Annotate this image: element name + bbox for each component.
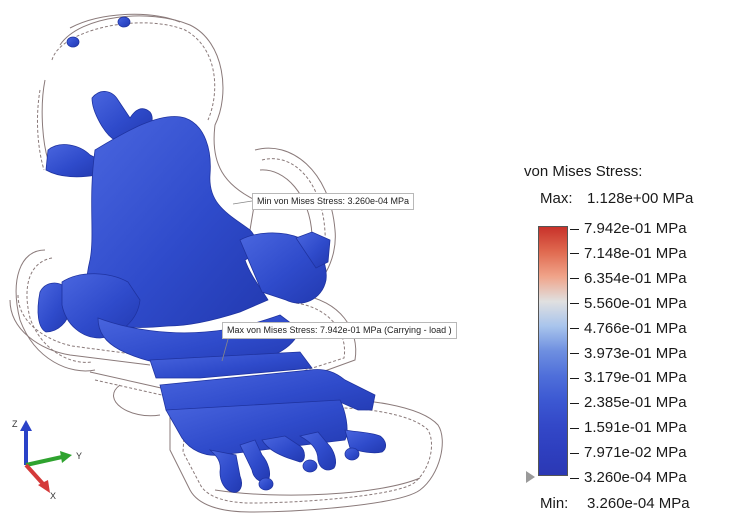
- legend-max-key: Max:: [540, 190, 573, 207]
- triad-x-label: X: [50, 491, 56, 500]
- legend-min-key: Min:: [540, 495, 569, 512]
- legend-tick-label: 3.179e-01 MPa: [584, 369, 687, 387]
- legend-tick-label: 4.766e-01 MPa: [584, 319, 687, 337]
- legend-tick-mark: [570, 353, 579, 355]
- legend-tick-mark: [570, 452, 579, 454]
- legend-tick-mark: [570, 303, 579, 305]
- legend-tick: 3.260e-04 MPa: [570, 469, 687, 486]
- triad-y-label: Y: [76, 451, 82, 461]
- min-probe-leader: [232, 200, 253, 205]
- legend-tick-mark: [570, 477, 579, 479]
- legend-min-row: Min: 3.260e-04 MPa: [540, 495, 690, 512]
- legend-tick-mark: [570, 253, 579, 255]
- legend-tick-label: 1.591e-01 MPa: [584, 419, 687, 437]
- triad-y-axis: [25, 455, 63, 467]
- stress-part: [37, 16, 386, 493]
- triad-x-axis: [24, 463, 46, 487]
- legend-tick-mark: [570, 328, 579, 330]
- min-marker-icon[interactable]: [526, 471, 535, 483]
- legend-tick-mark: [570, 427, 579, 429]
- legend-tick: 3.973e-01 MPa: [570, 344, 687, 362]
- legend-tick-mark: [570, 402, 579, 404]
- legend-tick-mark: [570, 228, 579, 230]
- legend-title: von Mises Stress:: [524, 163, 643, 180]
- legend-tick: 3.179e-01 MPa: [570, 369, 687, 387]
- legend-min-value: 3.260e-04 MPa: [587, 495, 690, 512]
- legend-tick-label: 7.148e-01 MPa: [584, 244, 687, 262]
- legend-tick: 6.354e-01 MPa: [570, 269, 687, 287]
- legend-colorbar[interactable]: [538, 226, 568, 476]
- triad-z-label: Z: [12, 419, 18, 429]
- max-stress-probe-label[interactable]: Max von Mises Stress: 7.942e-01 MPa (Car…: [222, 322, 457, 339]
- legend-tick: 4.766e-01 MPa: [570, 319, 687, 337]
- legend-tick-label: 3.973e-01 MPa: [584, 344, 687, 362]
- orientation-triad-icon: Z Y X: [12, 419, 82, 500]
- legend-tick: 7.942e-01 MPa: [570, 220, 687, 237]
- legend-tick-label: 7.971e-02 MPa: [584, 444, 687, 462]
- legend-tick: 7.148e-01 MPa: [570, 244, 687, 262]
- legend-tick-label: 3.260e-04 MPa: [584, 469, 687, 486]
- legend-tick: 1.591e-01 MPa: [570, 419, 687, 437]
- legend-tick: 2.385e-01 MPa: [570, 394, 687, 412]
- legend-tick-mark: [570, 278, 579, 280]
- legend-max-value: 1.128e+00 MPa: [587, 190, 694, 207]
- legend-tick: 5.560e-01 MPa: [570, 294, 687, 312]
- legend-tick-label: 5.560e-01 MPa: [584, 294, 687, 312]
- triad-z-arrowhead: [20, 420, 32, 431]
- legend-tick-label: 6.354e-01 MPa: [584, 269, 687, 287]
- legend-tick: 7.971e-02 MPa: [570, 444, 687, 462]
- legend-tick-mark: [570, 377, 579, 379]
- legend-max-row: Max: 1.128e+00 MPa: [540, 190, 693, 207]
- triad-x-arrowhead: [38, 480, 50, 493]
- min-stress-probe-label[interactable]: Min von Mises Stress: 3.260e-04 MPa: [252, 193, 415, 210]
- triad-y-arrowhead: [60, 451, 72, 463]
- legend-tick-label: 7.942e-01 MPa: [584, 220, 687, 237]
- legend-tick-label: 2.385e-01 MPa: [584, 394, 687, 412]
